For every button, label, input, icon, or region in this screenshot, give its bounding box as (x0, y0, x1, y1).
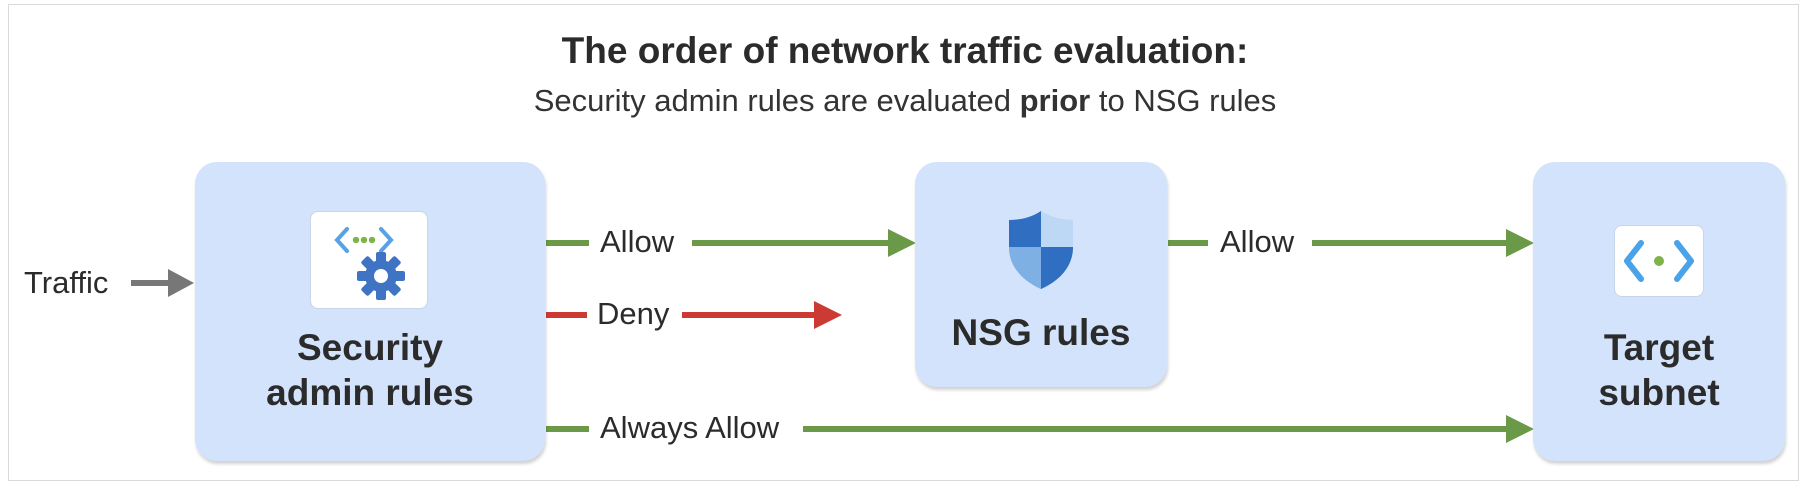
always-allow-arrow (546, 415, 1534, 443)
virtual-network-icon (1624, 240, 1694, 282)
diagram-title: The order of network traffic evaluation: (561, 30, 1249, 71)
always-allow-label: Always Allow (600, 410, 780, 445)
target-subnet-label-line2: subnet (1598, 372, 1720, 413)
nsg-allow-arrow (1168, 229, 1534, 257)
security-admin-label-line1: Security (296, 327, 443, 368)
subtitle-text-start: Security admin rules are evaluated (533, 83, 1020, 118)
subtitle-emphasis: prior (1019, 83, 1091, 118)
target-subnet-label-line1: Target (1603, 327, 1715, 368)
diagram-frame (8, 4, 1799, 481)
deny-arrow (546, 301, 842, 329)
network-gear-icon (334, 227, 405, 300)
deny-label: Deny (597, 296, 670, 331)
allow-arrow-to-nsg (546, 229, 916, 257)
traffic-label: Traffic (24, 265, 109, 300)
nsg-rules-label: NSG rules (951, 312, 1131, 353)
security-admin-rules-node: Security admin rules (195, 162, 545, 461)
target-subnet-icon-card (1614, 225, 1704, 297)
diagram-subtitle: Security admin rules are evaluated prior… (0, 83, 1810, 119)
nsg-allow-label: Allow (1220, 224, 1295, 259)
nsg-rules-node: NSG rules (915, 162, 1167, 387)
allow-label: Allow (600, 224, 675, 259)
traffic-arrow (131, 269, 194, 297)
shield-icon (1009, 211, 1073, 289)
target-subnet-node: Target subnet (1533, 162, 1785, 461)
security-admin-label-line2: admin rules (266, 372, 474, 413)
subtitle-text-end: to NSG rules (1090, 83, 1277, 118)
security-admin-icon-card (310, 211, 428, 309)
